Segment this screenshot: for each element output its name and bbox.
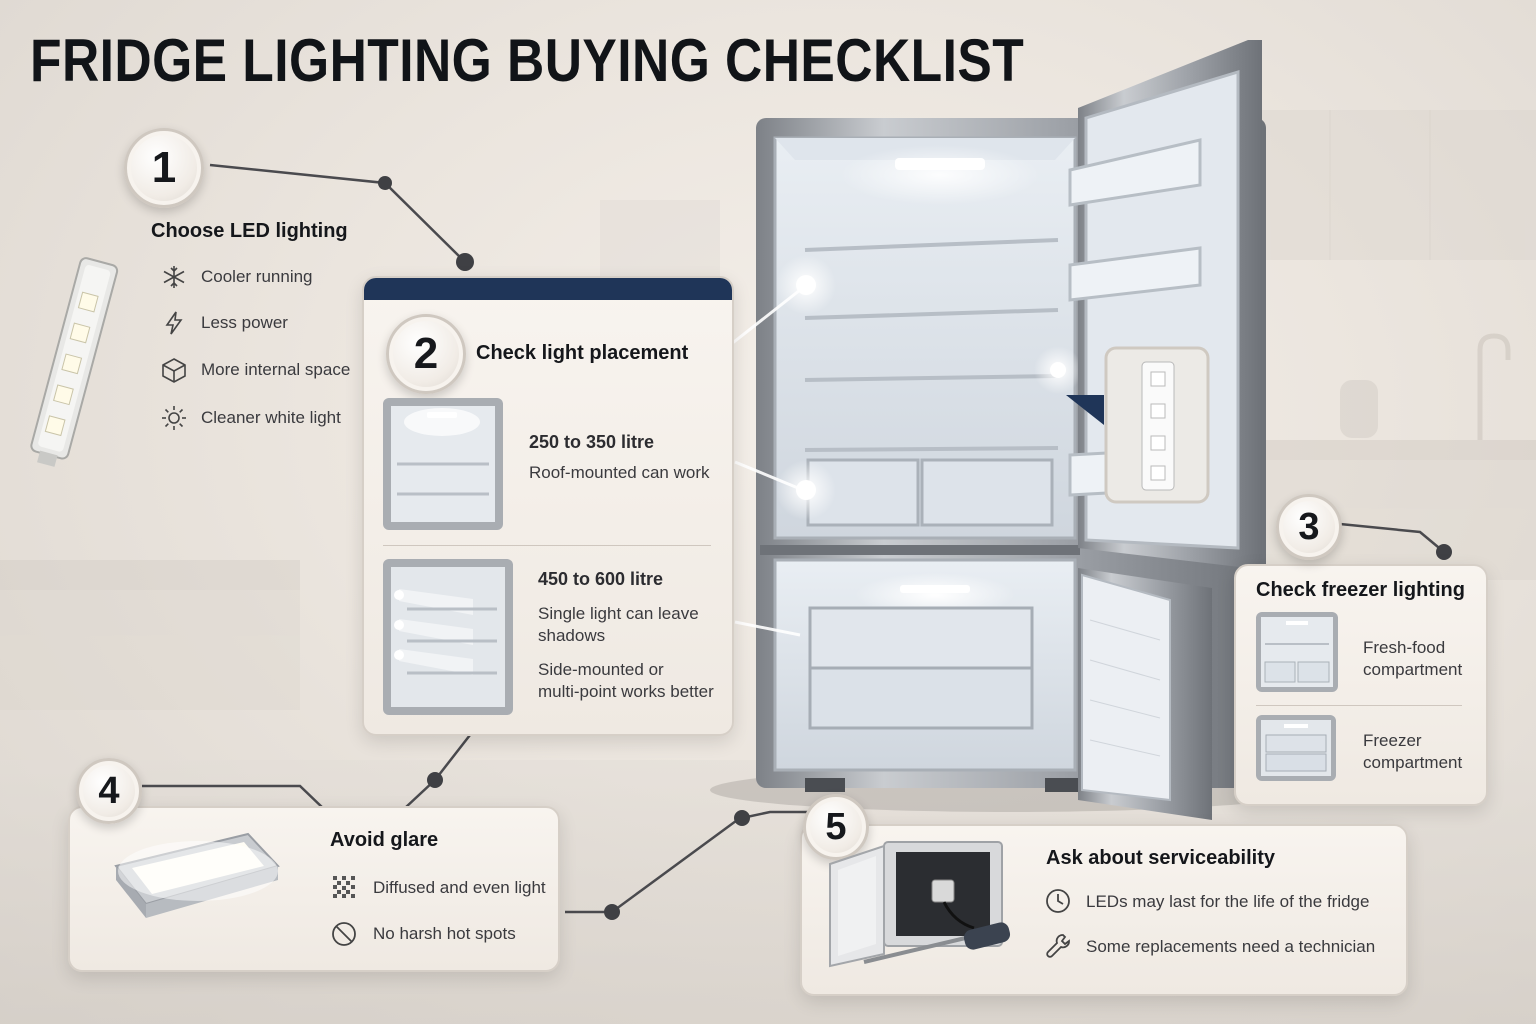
large-capacity-note-3: Side-mounted or xyxy=(538,660,664,679)
step-3-badge: 3 xyxy=(1276,494,1342,560)
glare-tip-no-hotspots: No harsh hot spots xyxy=(373,924,516,943)
service-panel-illustration xyxy=(824,836,1024,980)
snowflake-icon xyxy=(160,263,188,291)
step-4-badge: 4 xyxy=(76,758,142,824)
diffused-light-illustration xyxy=(98,826,288,936)
fresh-food-thumbnail xyxy=(1256,612,1338,692)
step-4-heading: Avoid glare xyxy=(330,829,439,851)
light-arrows xyxy=(729,288,801,637)
led-benefit-space: More internal space xyxy=(201,360,351,379)
large-capacity-label: 450 to 600 litre xyxy=(538,569,664,589)
freezer-label-2: compartment xyxy=(1363,753,1463,772)
cube-icon xyxy=(160,356,188,384)
small-fridge-thumbnail xyxy=(383,398,503,530)
no-sign-icon xyxy=(330,920,358,948)
small-capacity-label: 250 to 350 litre xyxy=(529,432,655,452)
freezer-label-1: Freezer xyxy=(1363,731,1422,750)
wrench-icon xyxy=(1044,932,1072,960)
led-benefit-power: Less power xyxy=(201,313,288,332)
large-capacity-note-1: Single light can leave xyxy=(538,604,699,623)
step-2-divider xyxy=(383,545,711,546)
fridge-illustration xyxy=(710,40,1310,820)
large-capacity-note-4: multi-point works better xyxy=(538,682,714,701)
clock-icon xyxy=(1044,887,1072,915)
step-2-accent-bar xyxy=(364,278,732,300)
fresh-food-label-2: compartment xyxy=(1363,660,1463,679)
step-2-heading: Check light placement xyxy=(476,342,689,364)
connector-dots xyxy=(378,176,1452,920)
fresh-food-label-1: Fresh-food xyxy=(1363,638,1446,657)
service-tip-technician: Some replacements need a technician xyxy=(1086,937,1376,956)
step-1-heading: Choose LED lighting xyxy=(151,220,348,242)
step-1-badge: 1 xyxy=(124,128,204,208)
diffuse-pattern-icon xyxy=(330,873,358,901)
freezer-thumbnail xyxy=(1256,715,1336,781)
step-5-badge: 5 xyxy=(803,794,869,860)
small-capacity-note: Roof-mounted can work xyxy=(529,463,710,482)
step-3-divider xyxy=(1256,705,1462,706)
step-5-heading: Ask about serviceability xyxy=(1046,847,1275,869)
glare-tip-diffused: Diffused and even light xyxy=(373,878,546,897)
sun-icon xyxy=(160,404,188,432)
step-2-badge: 2 xyxy=(386,314,466,394)
led-strip-illustration xyxy=(30,257,119,467)
kitchen-backdrop xyxy=(0,110,1536,710)
lightning-icon xyxy=(160,309,188,337)
service-tip-lifespan: LEDs may last for the life of the fridge xyxy=(1086,892,1370,911)
large-capacity-note-2: shadows xyxy=(538,626,606,645)
led-benefit-cooler: Cooler running xyxy=(201,267,313,286)
step-3-heading: Check freezer lighting xyxy=(1256,579,1465,601)
page-title: FRIDGE LIGHTING BUYING CHECKLIST xyxy=(30,27,1025,94)
led-benefit-white-light: Cleaner white light xyxy=(201,408,341,427)
large-fridge-thumbnail xyxy=(383,559,513,715)
